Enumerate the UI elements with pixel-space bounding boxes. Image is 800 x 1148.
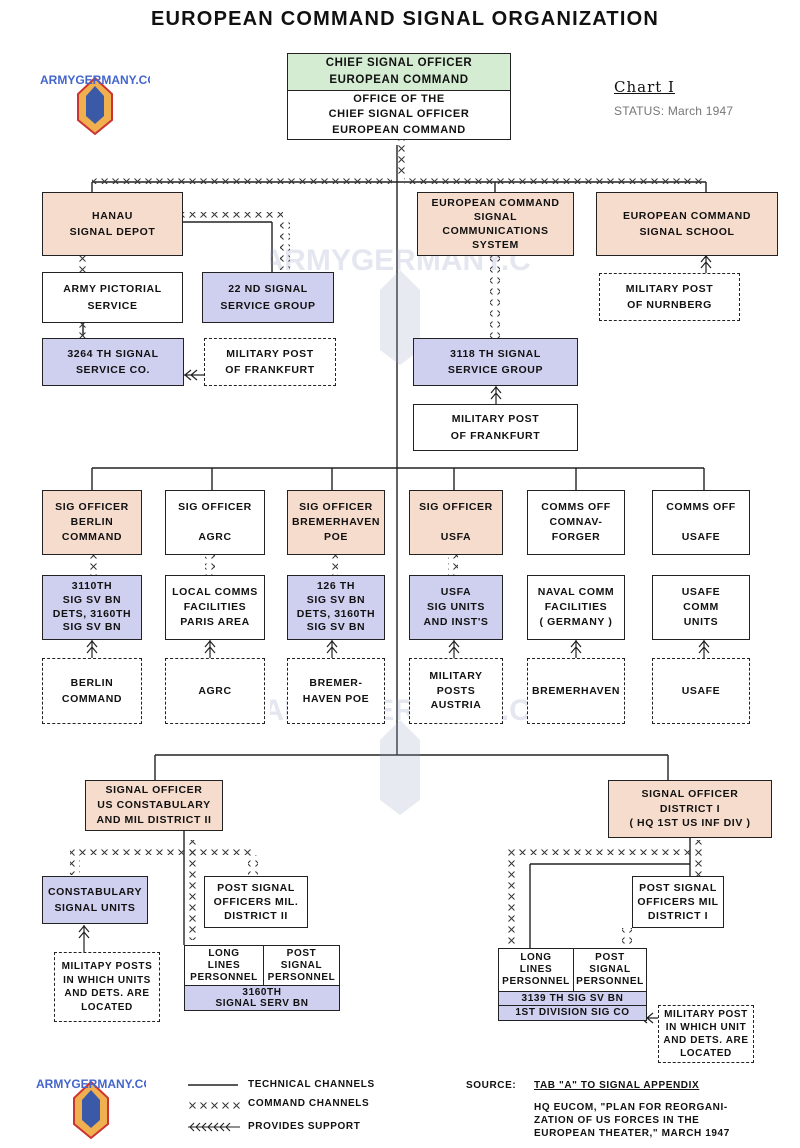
svg-text:USARMYGERMANY.COM: USARMYGERMANY.COM bbox=[40, 73, 150, 87]
3139th-sig-sv-bn-box: 3139 TH SIG SV BN bbox=[498, 991, 647, 1006]
source-line-2: HQ EUCOM, "PLAN FOR REORGANI- bbox=[534, 1102, 728, 1113]
bremerhaven-post-box: BREMERHAVEN bbox=[527, 658, 625, 724]
page-title: EUROPEAN COMMAND SIGNAL ORGANIZATION bbox=[150, 8, 659, 30]
legend-command-line bbox=[186, 1099, 241, 1109]
source-line-3: ZATION OF US FORCES IN THE bbox=[534, 1115, 700, 1126]
source-line-1: TAB "A" TO SIGNAL APPENDIX bbox=[534, 1080, 700, 1091]
command-channels bbox=[70, 140, 704, 950]
legend-support-label: PROVIDES SUPPORT bbox=[248, 1121, 361, 1132]
status-text: STATUS: March 1947 bbox=[614, 104, 734, 118]
usafe-post-box: USAFE bbox=[652, 658, 750, 724]
sig-officer-usfa-box: SIG OFFICER USFA bbox=[409, 490, 503, 555]
source-line-4: EUROPEAN THEATER," MARCH 1947 bbox=[534, 1128, 730, 1139]
legend-support-arrow bbox=[188, 1122, 240, 1132]
site-logo: USARMYGERMANY.COM bbox=[36, 1077, 146, 1140]
1st-division-sig-co-box: 1ST DIVISION SIG CO bbox=[498, 1005, 647, 1021]
svg-text:USARMYGERMANY.COM: USARMYGERMANY.COM bbox=[36, 1077, 146, 1091]
bremerhaven-poe-post-box: BREMER-HAVEN POE bbox=[287, 658, 385, 724]
comms-off-usafe-box: COMMS OFF USAFE bbox=[652, 490, 750, 555]
legend-technical-label: TECHNICAL CHANNELS bbox=[248, 1079, 375, 1090]
site-logo: USARMYGERMANY.COM bbox=[40, 73, 150, 136]
sig-officer-agrc-box: SIG OFFICER AGRC bbox=[165, 490, 265, 555]
chart-label: Chart I bbox=[614, 78, 675, 96]
source-label: SOURCE: bbox=[466, 1080, 517, 1091]
legend-command-label: COMMAND CHANNELS bbox=[248, 1098, 370, 1109]
agrc-post-box: AGRC bbox=[165, 658, 265, 724]
